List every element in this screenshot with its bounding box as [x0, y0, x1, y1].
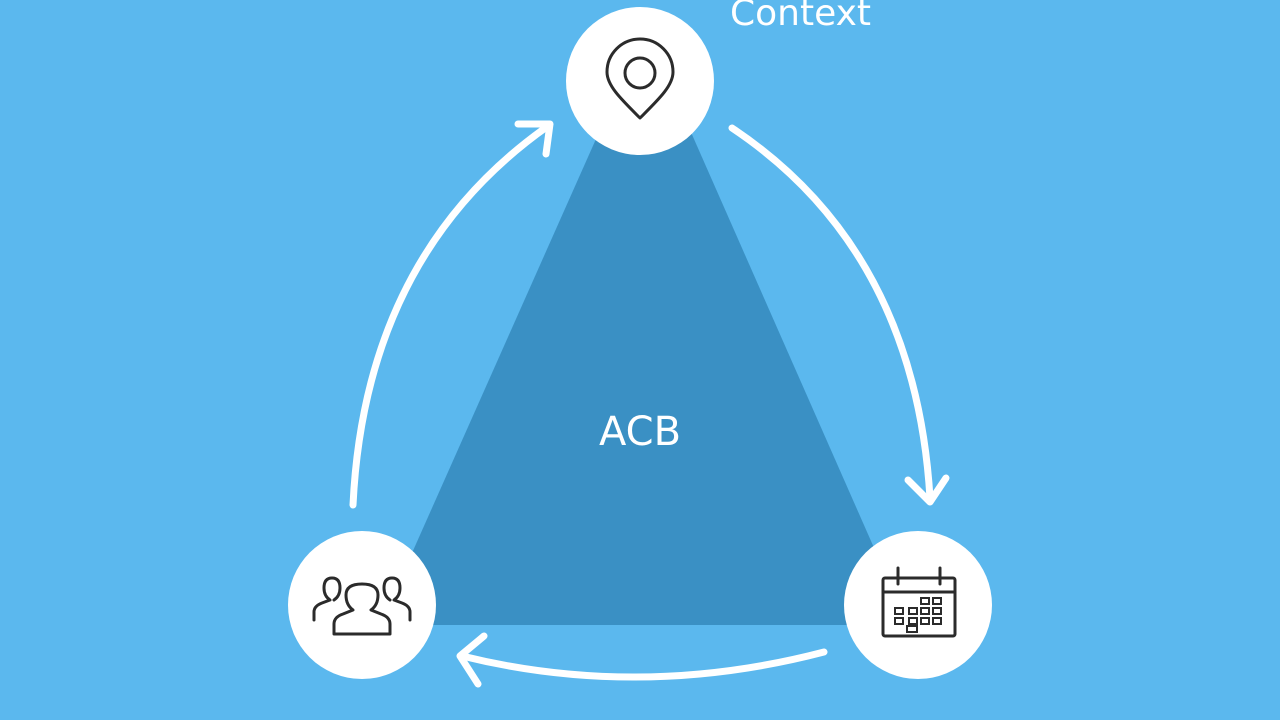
arrow-top-to-right-head: [904, 474, 950, 506]
location-pin-icon: [605, 37, 675, 120]
node-top-label: Context: [730, 0, 871, 34]
arrow-left-to-top: [349, 122, 552, 509]
node-bottom-right: [844, 531, 992, 679]
arrow-right-to-left-head: [456, 632, 488, 688]
node-bottom-left: [288, 531, 436, 679]
center-label: ACB: [599, 409, 681, 455]
arrow-left-to-top-head: [514, 120, 554, 158]
arrow-right-to-left: [458, 648, 828, 681]
center-triangle: [380, 130, 908, 625]
node-top: [566, 7, 714, 155]
calendar-icon: [881, 566, 957, 638]
cycle-arrows: [349, 120, 950, 688]
arrow-top-to-right: [728, 124, 934, 502]
people-group-icon: [312, 576, 412, 636]
